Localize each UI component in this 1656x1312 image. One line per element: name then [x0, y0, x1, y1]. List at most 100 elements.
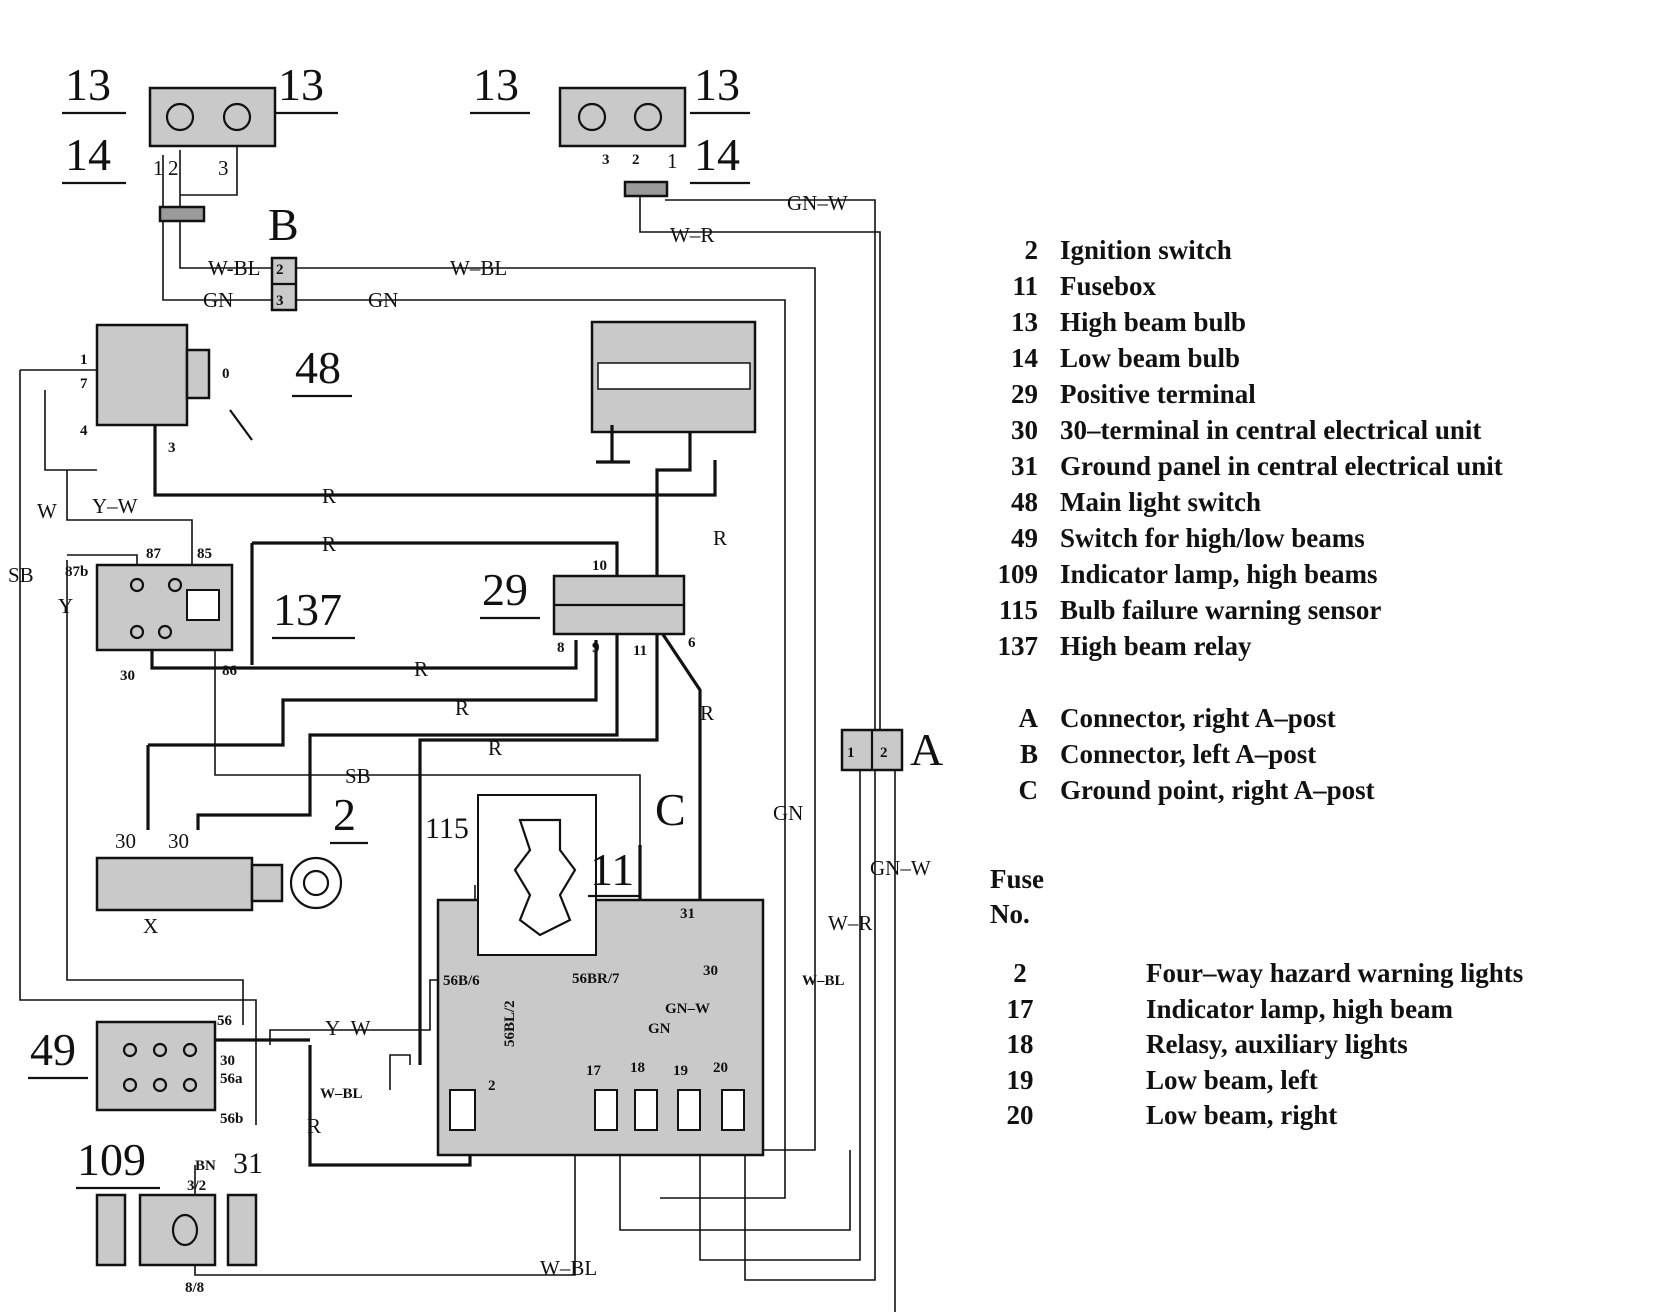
wire-sb-86: [214, 600, 641, 900]
component-number: 13: [694, 59, 740, 110]
legend-letter: B: [1019, 739, 1038, 769]
pin-label: 6: [688, 635, 696, 651]
fuse-number: 17: [1006, 993, 1034, 1024]
wire-label: R: [414, 657, 428, 681]
wire-label: SB: [8, 563, 34, 587]
legend-text: Connector, left A–post: [1060, 739, 1317, 769]
wire-wbl-bottom: [475, 1135, 576, 1276]
indicator-lamp: [95, 1193, 258, 1267]
component-number: 115: [425, 812, 469, 845]
pin-label: 7: [80, 376, 88, 392]
positive-terminal: [552, 574, 686, 636]
legend-text: Ignition switch: [1060, 235, 1232, 265]
legend-text: Low beam bulb: [1060, 343, 1241, 373]
fusebox: [436, 794, 765, 1157]
legend: 2 Ignition switch 11 Fusebox 13 High beam b…: [990, 232, 1650, 1134]
legend-text: High beam relay: [1060, 631, 1252, 661]
pin-label: 3: [218, 156, 229, 180]
component-number: 11: [590, 844, 634, 895]
pin-label: 20: [713, 1060, 728, 1076]
wire-label: R: [713, 526, 727, 550]
pin-label: 4: [80, 423, 88, 439]
legend-text: Positive terminal: [1060, 379, 1256, 409]
component-numbers: 13 14 13 13 13 14 48 137 29 2 115 11 49 …: [28, 59, 750, 1190]
wire-wbl-left: [179, 150, 272, 269]
pin-label: 86: [222, 663, 238, 679]
legend-number: 2: [1024, 235, 1039, 265]
wire-label: R: [322, 532, 336, 556]
legend-number: 49: [1011, 523, 1038, 553]
legend-row: B Connector, left A–post: [990, 736, 1650, 772]
wire-label: W–R: [828, 911, 872, 935]
component-number: 2: [333, 789, 356, 840]
pin-label: 85: [197, 546, 212, 562]
legend-number: 48: [1011, 487, 1038, 517]
legend-text: Switch for high/low beams: [1060, 523, 1365, 553]
legend-row: 13 High beam bulb: [990, 304, 1650, 340]
wire-sb-left: [19, 370, 257, 1125]
wire-r-6: [658, 629, 702, 900]
pin-label: 56a: [220, 1071, 243, 1087]
connector-letters: B A C X: [143, 199, 943, 938]
component-number: 13: [65, 59, 111, 110]
legend-text: High beam bulb: [1060, 307, 1247, 337]
pin-label: 87: [146, 546, 162, 562]
legend-row: 11 Fusebox: [990, 268, 1650, 304]
wire-label: GN: [203, 288, 233, 312]
wire-label: R: [488, 736, 502, 760]
legend-row: 14 Low beam bulb: [990, 340, 1650, 376]
pin-label: 17: [586, 1063, 602, 1079]
high-beam-relay: [95, 563, 234, 652]
pin-label: 31: [680, 906, 695, 922]
left-headlamp: [148, 86, 277, 223]
component-number: 14: [694, 129, 740, 180]
wire-label: W-BL: [208, 256, 261, 280]
component-legend: 2 Ignition switch 11 Fusebox 13 High beam b…: [990, 232, 1650, 664]
ignition-switch: [95, 856, 343, 912]
fuse-text: Low beam, left: [1146, 1064, 1318, 1095]
wire-label: Y: [58, 594, 73, 618]
pin-label: 30: [220, 1053, 235, 1069]
fuse-text: Indicator lamp, high beam: [1146, 993, 1454, 1024]
pin-labels: 2 3 1 2 3 3 2 1 1 7 4 3 0 87 85 87b 30 8…: [65, 149, 888, 1296]
right-headlamp: [558, 86, 687, 198]
wire-label: GN–W: [787, 191, 848, 215]
pin-label: 87b: [65, 564, 88, 580]
pin-label: 2: [488, 1078, 496, 1094]
main-light-switch: [95, 323, 253, 441]
wire-label: GN: [368, 288, 398, 312]
legend-number: 13: [1011, 307, 1038, 337]
pin-label: 2: [880, 745, 888, 761]
legend-row: 137 High beam relay: [990, 628, 1650, 664]
legend-number: 11: [1012, 271, 1038, 301]
pin-label: 9: [592, 640, 600, 656]
fuse-title-line: No.: [990, 899, 1030, 929]
wire-label: SB: [345, 764, 371, 788]
legend-text: Indicator lamp, high beams: [1060, 559, 1378, 589]
pin-label: 18: [630, 1060, 645, 1076]
pin-label: 2: [168, 156, 179, 180]
pin-label: 3: [276, 293, 284, 309]
wire-gn-b: [294, 299, 786, 1199]
component-number: 14: [65, 129, 111, 180]
legend-number: 137: [997, 631, 1039, 661]
pin-label: 10: [592, 558, 607, 574]
legend-number: 14: [1011, 343, 1038, 373]
wire-label: Y–W: [92, 494, 138, 518]
component-number: 31: [233, 1147, 263, 1180]
legend-text: Fusebox: [1060, 271, 1157, 301]
legend-number: 30: [1011, 415, 1038, 445]
wire-gnw-right: [665, 199, 876, 1281]
wire-label: BN: [195, 1158, 216, 1174]
wire-label: GN: [648, 1021, 671, 1037]
wire-r-ign2: [148, 640, 598, 747]
wire-label: W–R: [670, 223, 714, 247]
pin-label: 3: [168, 440, 176, 456]
pin-label: 56b: [220, 1111, 243, 1127]
